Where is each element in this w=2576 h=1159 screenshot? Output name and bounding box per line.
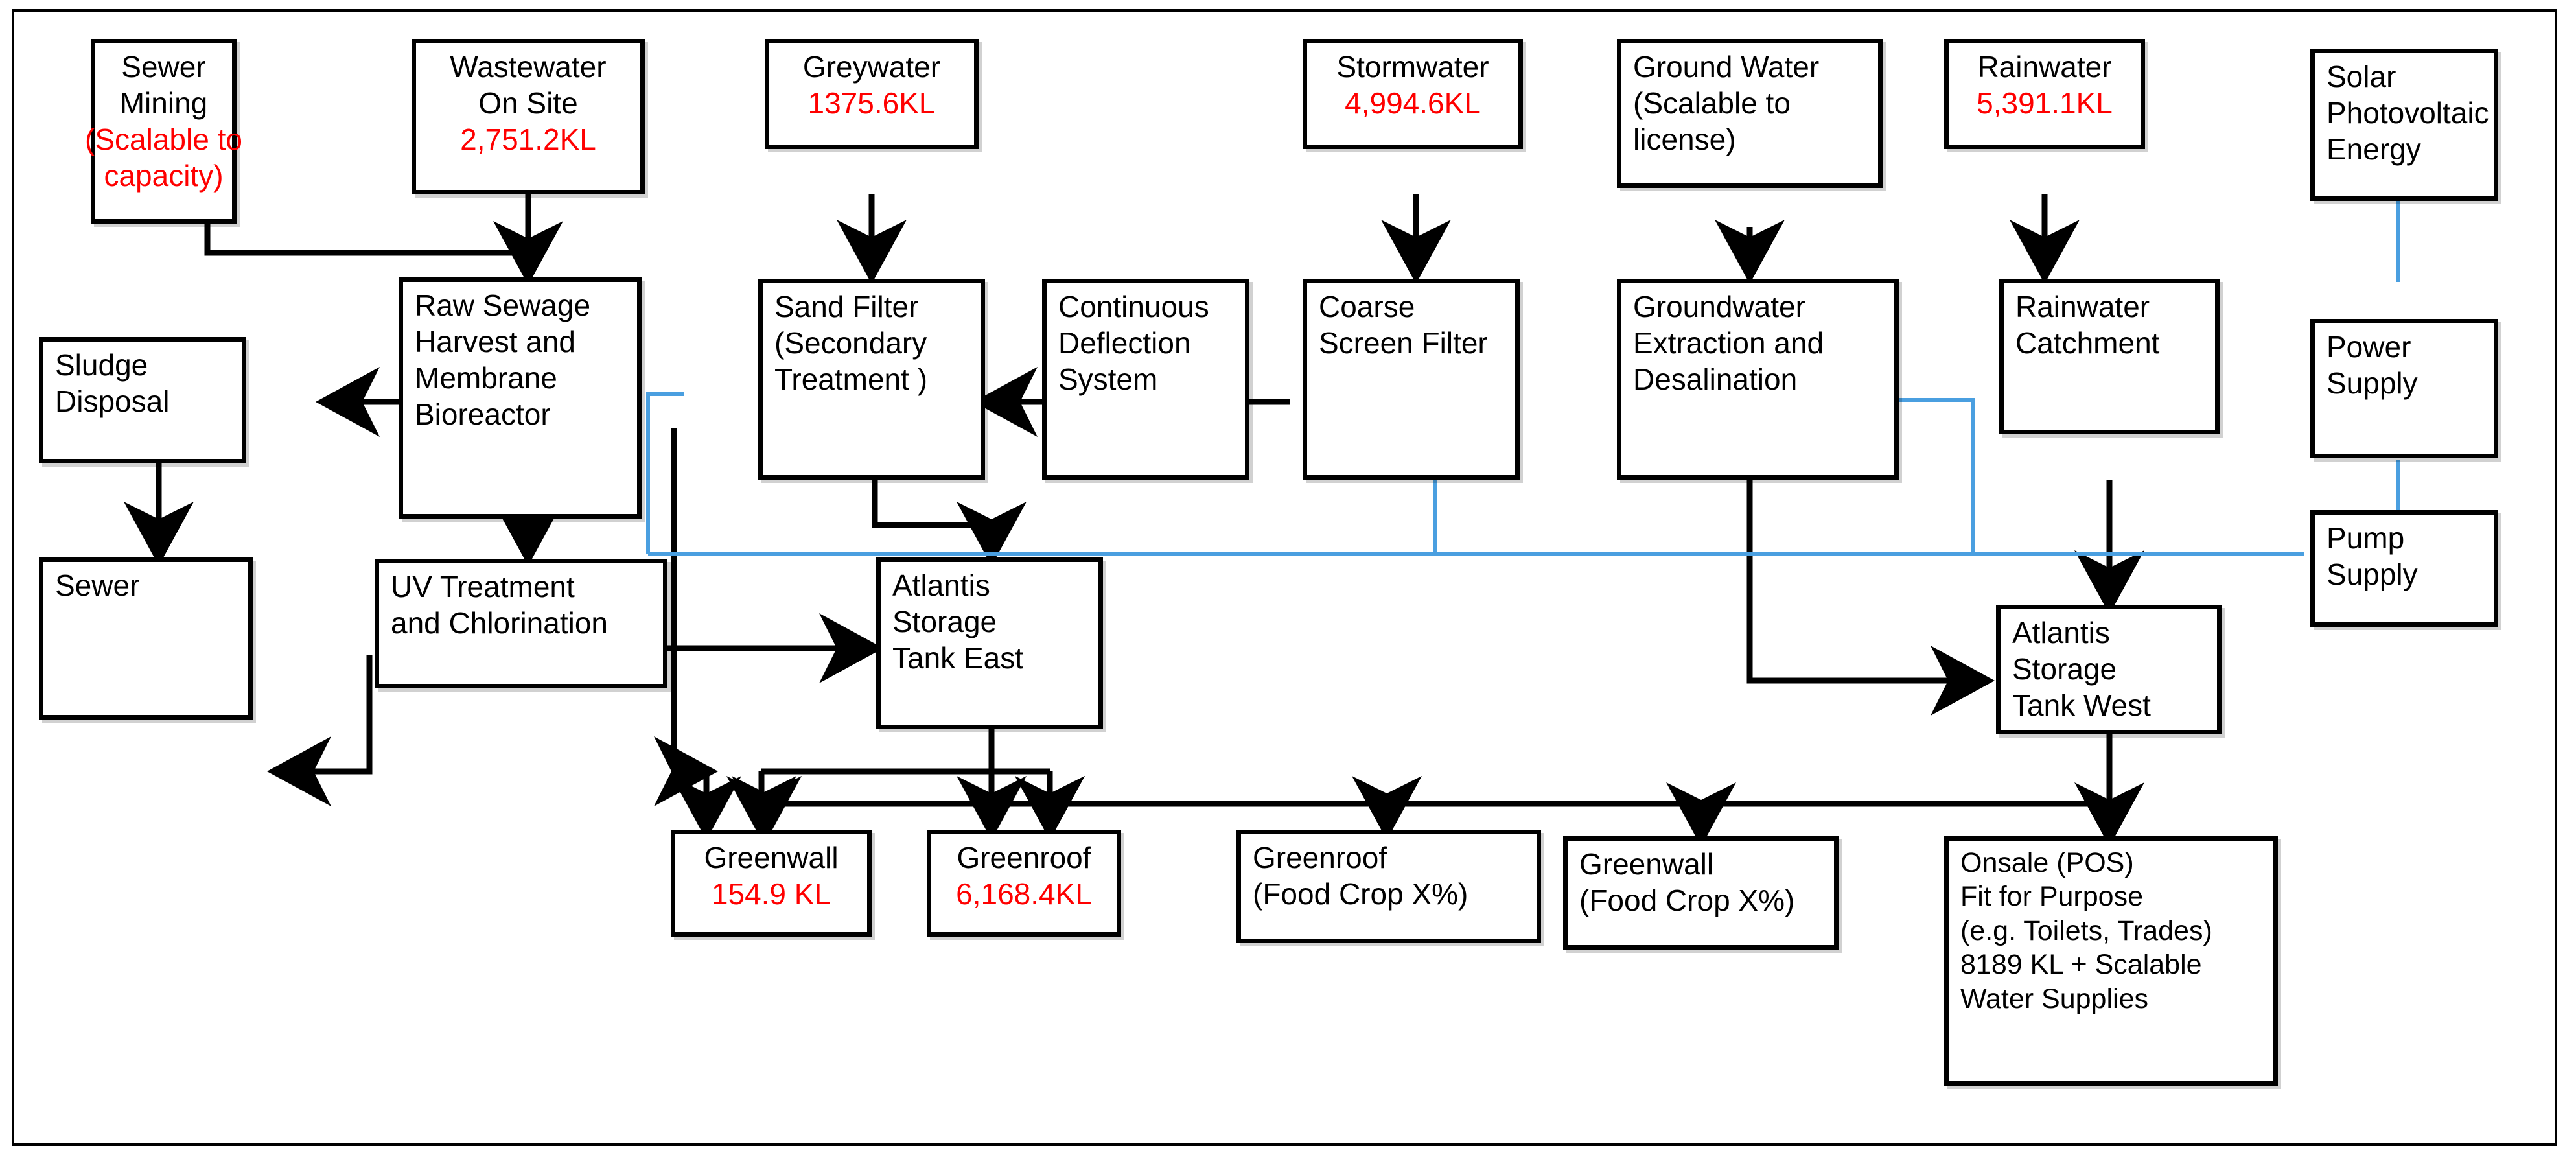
node-power-supply[interactable]: Power Supply xyxy=(2310,319,2498,458)
tank-west-line1: Atlantis xyxy=(2012,616,2110,650)
tank-west-line3: Tank West xyxy=(2012,688,2151,723)
pump-supply-line1: Pump xyxy=(2327,521,2405,555)
onsale-line3: (e.g. Toilets, Trades) xyxy=(1960,915,2212,946)
groundwater-ext-line3: Desalination xyxy=(1633,362,1798,397)
greenwall-food-line2: (Food Crop X%) xyxy=(1579,884,1795,918)
power-supply-line2: Supply xyxy=(2327,366,2418,401)
sand-filter-line1: Sand Filter xyxy=(774,290,919,323)
greenwall-kl-line2: 154.9 KL xyxy=(711,877,831,911)
node-wastewater-on-site[interactable]: Wastewater On Site 2,751.2KL xyxy=(412,39,645,194)
node-ground-water[interactable]: Ground Water (Scalable to license) xyxy=(1617,39,1883,188)
node-sand-filter[interactable]: Sand Filter (Secondary Treatment ) xyxy=(758,279,985,480)
onsale-line4: 8189 KL + Scalable xyxy=(1960,949,2202,981)
greenroof-kl-line1: Greenroof xyxy=(957,841,1091,874)
pump-supply-line2: Supply xyxy=(2327,557,2418,592)
node-greenwall-volume[interactable]: Greenwall 154.9 KL xyxy=(671,830,872,937)
node-greenroof-food-crop[interactable]: Greenroof (Food Crop X%) xyxy=(1236,830,1541,943)
node-atlantis-storage-tank-west[interactable]: Atlantis Storage Tank West xyxy=(1996,605,2222,734)
greenwall-kl-line1: Greenwall xyxy=(704,841,839,874)
groundwater-ext-line1: Groundwater xyxy=(1633,290,1805,323)
node-sludge-disposal[interactable]: Sludge Disposal xyxy=(39,337,246,463)
raw-sewage-line4: Bioreactor xyxy=(415,397,551,432)
deflection-line1: Continuous xyxy=(1058,290,1209,323)
node-greywater[interactable]: Greywater 1375.6KL xyxy=(765,39,979,149)
node-rainwater[interactable]: Rainwater 5,391.1KL xyxy=(1944,39,2145,149)
raw-sewage-line2: Harvest and xyxy=(415,325,576,359)
node-greenwall-food-crop[interactable]: Greenwall (Food Crop X%) xyxy=(1563,836,1839,950)
onsale-line2: Fit for Purpose xyxy=(1960,881,2143,913)
ground-water-line3: license) xyxy=(1633,123,1736,157)
node-sewer[interactable]: Sewer xyxy=(39,557,253,720)
deflection-line2: Deflection xyxy=(1058,326,1191,360)
stormwater-line2: 4,994.6KL xyxy=(1345,86,1481,121)
node-stormwater[interactable]: Stormwater 4,994.6KL xyxy=(1303,39,1523,149)
node-solar-photovoltaic-energy[interactable]: Solar Photovoltaic Energy xyxy=(2310,49,2498,201)
onsale-line1: Onsale (POS) xyxy=(1960,847,2134,878)
sewer-mining-line3: (Scalable to xyxy=(85,123,242,157)
coarse-line2: Screen Filter xyxy=(1319,326,1488,360)
wastewater-line2: On Site xyxy=(478,86,578,121)
sludge-line2: Disposal xyxy=(55,384,170,419)
catchment-line2: Catchment xyxy=(2015,326,2160,360)
node-groundwater-extraction-desalination[interactable]: Groundwater Extraction and Desalination xyxy=(1617,279,1899,480)
node-rainwater-catchment[interactable]: Rainwater Catchment xyxy=(1999,279,2220,434)
raw-sewage-line1: Raw Sewage xyxy=(415,288,591,322)
greenroof-food-line2: (Food Crop X%) xyxy=(1253,877,1468,911)
greenroof-kl-line2: 6,168.4KL xyxy=(956,877,1092,911)
tank-west-line2: Storage xyxy=(2012,652,2117,686)
node-coarse-screen-filter[interactable]: Coarse Screen Filter xyxy=(1303,279,1520,480)
greywater-line1: Greywater xyxy=(802,50,941,84)
solar-pv-line3: Energy xyxy=(2327,132,2421,167)
sand-filter-line3: Treatment ) xyxy=(774,362,928,397)
raw-sewage-line3: Membrane xyxy=(415,361,557,395)
node-raw-sewage-membrane-bioreactor[interactable]: Raw Sewage Harvest and Membrane Bioreact… xyxy=(399,277,642,519)
sewer-mining-line1: Sewer xyxy=(121,50,206,84)
node-sewer-mining[interactable]: Sewer Mining (Scalable to capacity) xyxy=(85,39,242,224)
tank-east-line2: Storage xyxy=(892,605,997,639)
sewer-mining-line2: Mining xyxy=(119,86,208,121)
greenroof-food-line1: Greenroof xyxy=(1253,841,1387,874)
node-uv-treatment-chlorination[interactable]: UV Treatment and Chlorination xyxy=(375,559,667,688)
node-greenroof-volume[interactable]: Greenroof 6,168.4KL xyxy=(927,830,1121,937)
ground-water-line1: Ground Water xyxy=(1633,50,1820,84)
sludge-line1: Sludge xyxy=(55,348,148,382)
ground-water-line2: (Scalable to xyxy=(1633,86,1791,121)
node-continuous-deflection-system[interactable]: Continuous Deflection System xyxy=(1042,279,1249,480)
catchment-line1: Rainwater xyxy=(2015,290,2150,323)
stormwater-line1: Stormwater xyxy=(1336,50,1489,84)
coarse-line1: Coarse xyxy=(1319,290,1415,323)
greywater-line2: 1375.6KL xyxy=(807,86,936,121)
tank-east-line3: Tank East xyxy=(892,641,1023,675)
sewer-mining-line4: capacity) xyxy=(104,159,224,193)
wastewater-line1: Wastewater xyxy=(450,50,607,84)
sewer-line1: Sewer xyxy=(55,568,140,602)
solar-pv-line1: Solar xyxy=(2327,60,2396,93)
sand-filter-line2: (Secondary xyxy=(774,326,927,360)
deflection-line3: System xyxy=(1058,362,1158,397)
groundwater-ext-line2: Extraction and xyxy=(1633,326,1824,360)
node-pump-supply[interactable]: Pump Supply xyxy=(2310,510,2498,627)
solar-pv-line2: Photovoltaic xyxy=(2327,96,2489,130)
power-supply-line1: Power xyxy=(2327,330,2411,364)
wastewater-line3: 2,751.2KL xyxy=(460,123,596,157)
greenwall-food-line1: Greenwall xyxy=(1579,847,1714,881)
tank-east-line1: Atlantis xyxy=(892,568,990,602)
node-onsale-pos[interactable]: Onsale (POS) Fit for Purpose (e.g. Toile… xyxy=(1944,836,2278,1086)
rainwater-line1: Rainwater xyxy=(1977,50,2112,84)
onsale-line5: Water Supplies xyxy=(1960,983,2148,1014)
node-atlantis-storage-tank-east[interactable]: Atlantis Storage Tank East xyxy=(876,557,1103,729)
uv-line1: UV Treatment xyxy=(391,570,575,603)
uv-line2: and Chlorination xyxy=(391,606,609,640)
rainwater-line2: 5,391.1KL xyxy=(1977,86,2113,121)
